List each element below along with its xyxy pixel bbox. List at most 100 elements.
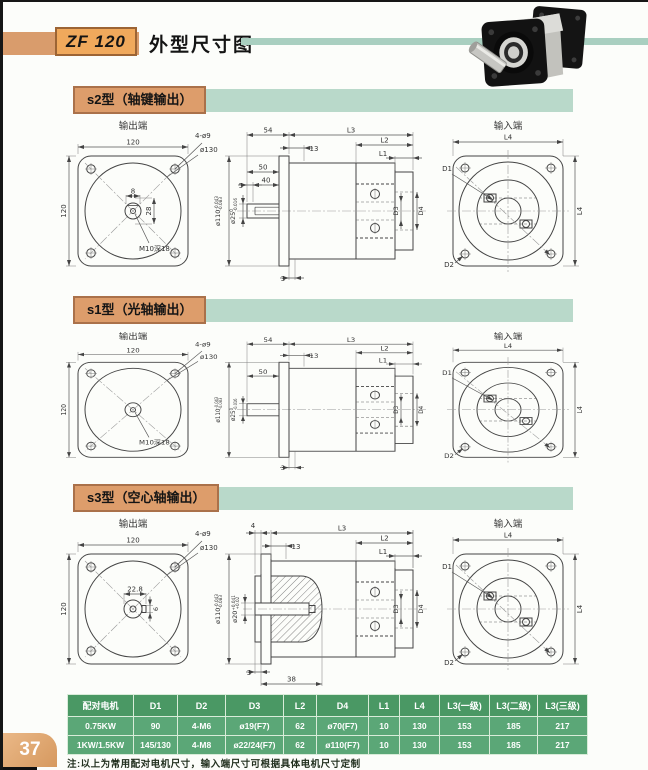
model-badge: ZF 120: [55, 27, 137, 56]
svg-text:8: 8: [131, 188, 135, 196]
table-cell: 153: [439, 735, 490, 755]
svg-text:L4: L4: [576, 604, 584, 613]
svg-text:L2: L2: [380, 345, 388, 352]
svg-text:50: 50: [259, 164, 268, 172]
svg-text:120: 120: [126, 139, 139, 147]
table-header-cell: D2: [177, 694, 226, 717]
svg-text:L3: L3: [347, 336, 355, 343]
svg-text:D4: D4: [417, 206, 425, 215]
svg-text:D4: D4: [418, 406, 425, 414]
svg-text:L1: L1: [379, 357, 387, 364]
table-cell: 90: [133, 716, 178, 736]
svg-text:28: 28: [145, 207, 153, 216]
header-rule: [241, 38, 648, 45]
svg-text:D3: D3: [392, 206, 400, 215]
svg-text:ø130: ø130: [200, 353, 218, 360]
svg-text:120: 120: [126, 537, 139, 545]
table-cell: ø22/24(F7): [225, 735, 284, 755]
svg-text:L4: L4: [576, 406, 585, 413]
svg-text:D2: D2: [444, 453, 454, 460]
table-cell: 4-M6: [177, 716, 226, 736]
table-cell: 62: [283, 716, 317, 736]
table-cell: 0.75KW: [67, 716, 134, 736]
svg-text:ø130: ø130: [200, 544, 218, 552]
table-cell: 185: [489, 735, 538, 755]
section-label-s1: s1型（光轴输出）: [73, 296, 207, 324]
product-photo: [468, 6, 587, 87]
svg-text:38: 38: [287, 676, 296, 684]
svg-text:40: 40: [262, 177, 271, 185]
svg-text:4-ø9: 4-ø9: [195, 132, 211, 140]
table-cell: 145/130: [133, 735, 178, 755]
table-cell: 62: [283, 735, 317, 755]
svg-text:3: 3: [281, 275, 285, 283]
svg-text:输出端: 输出端: [119, 120, 148, 132]
svg-text:ø250-0.016: ø250-0.016: [229, 198, 238, 224]
table-cell: 130: [399, 735, 440, 755]
svg-text:L2: L2: [380, 137, 388, 145]
section-head-s2: s2型（轴键输出）: [73, 86, 573, 114]
section-label-s3: s3型（空心轴输出）: [73, 484, 220, 512]
svg-text:L4: L4: [504, 134, 513, 142]
section-head-s1: s1型（光轴输出）: [73, 296, 573, 324]
svg-text:13: 13: [310, 145, 319, 153]
svg-text:120: 120: [60, 404, 69, 416]
table-cell: ø19(F7): [225, 716, 284, 736]
table-header-cell: L3(一级): [439, 694, 490, 717]
svg-text:ø20+0.041+0.02: ø20+0.041+0.02: [231, 595, 240, 623]
table-cell: 4-M8: [177, 735, 226, 755]
table-cell: 10: [368, 735, 400, 755]
table-header-cell: D1: [133, 694, 178, 717]
table-header-cell: L1: [368, 694, 400, 717]
svg-text:5: 5: [239, 182, 243, 190]
svg-text:ø110-0.043-0.083: ø110-0.043-0.083: [214, 396, 224, 422]
page-title: 外型尺寸图: [149, 35, 255, 56]
svg-text:3: 3: [281, 465, 285, 472]
svg-text:120: 120: [126, 347, 139, 354]
svg-text:L4: L4: [504, 532, 513, 540]
table-header-cell: D3: [225, 694, 284, 717]
svg-text:ø110-0.043-0.083: ø110-0.043-0.083: [214, 594, 223, 624]
svg-text:13: 13: [310, 352, 319, 359]
svg-text:L1: L1: [379, 150, 387, 158]
svg-text:L2: L2: [380, 535, 388, 543]
svg-text:50: 50: [259, 368, 268, 375]
table-cell: 1KW/1.5KW: [67, 735, 134, 755]
svg-text:ø250-0.016: ø250-0.016: [229, 398, 239, 421]
section-label-s2: s2型（轴键输出）: [73, 86, 207, 114]
svg-text:L4: L4: [504, 342, 512, 349]
footnote: 注:以上为常用配对电机尺寸，输入端尺寸可根据具体电机尺寸定制: [67, 759, 361, 770]
svg-text:ø110-0.043-0.083: ø110-0.043-0.083: [214, 196, 223, 226]
table-header-cell: L3(三级): [537, 694, 588, 717]
svg-text:6: 6: [152, 607, 160, 611]
table-cell: 217: [537, 735, 588, 755]
svg-text:D1: D1: [442, 370, 452, 377]
svg-text:120: 120: [60, 602, 68, 615]
svg-text:3: 3: [247, 669, 251, 677]
table-cell: 130: [399, 716, 440, 736]
svg-text:输入端: 输入端: [494, 331, 523, 342]
table-header-cell: D4: [316, 694, 369, 717]
svg-text:输入端: 输入端: [494, 120, 523, 132]
svg-text:54: 54: [264, 127, 273, 135]
table-header-cell: L3(二级): [489, 694, 538, 717]
svg-text:输出端: 输出端: [119, 331, 148, 342]
table-header-cell: L2: [283, 694, 317, 717]
svg-text:输入端: 输入端: [494, 518, 523, 530]
table-cell: 185: [489, 716, 538, 736]
svg-text:D2: D2: [444, 261, 454, 269]
